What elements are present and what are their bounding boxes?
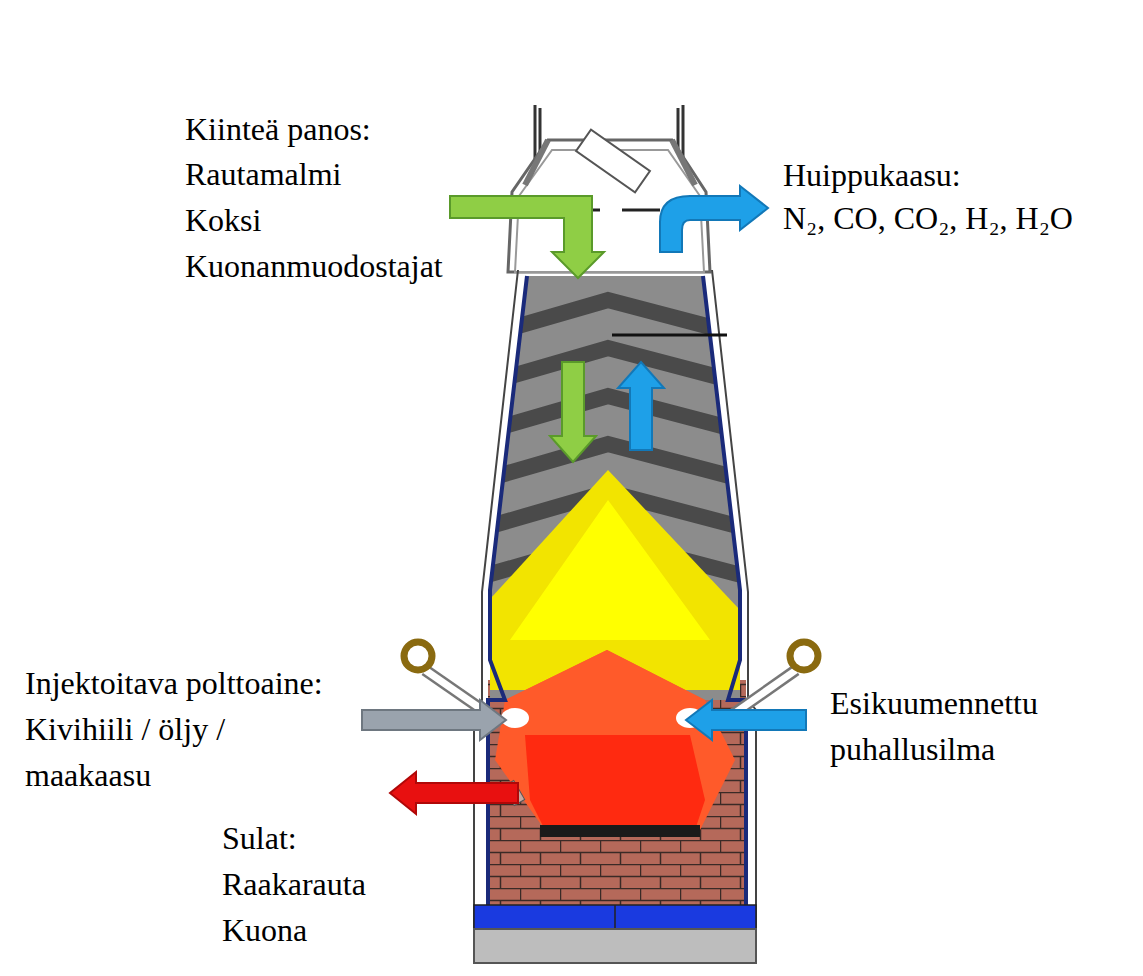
text-label: Sulat: <box>222 815 297 861</box>
text-label: Kuonanmuodostajat <box>185 243 443 289</box>
text-label: Kiinteä panos: <box>185 106 371 152</box>
melt-zone <box>495 650 735 830</box>
base-blue <box>474 905 756 929</box>
base-foundation <box>474 929 756 963</box>
outer-shell <box>474 270 756 960</box>
text-label: Koksi <box>185 197 261 243</box>
text-label: Kuona <box>222 907 307 953</box>
hearth-base-dark <box>540 825 700 837</box>
text-label: N₂, CO, CO₂, H₂, H₂O <box>783 195 1073 241</box>
hearth-melt <box>525 735 705 830</box>
text-label: Injektoitava polttoaine: <box>25 660 323 706</box>
text-label: Kivihiili / öljy / maakaasu <box>25 706 325 798</box>
text-label: Huippukaasu: <box>783 152 961 198</box>
furnace-shell <box>488 276 746 905</box>
text-label: Rautamalmi <box>185 151 341 197</box>
text-label: Esikuumennettu puhallusilma <box>830 680 1080 772</box>
text-label: Raakarauta <box>222 861 366 907</box>
